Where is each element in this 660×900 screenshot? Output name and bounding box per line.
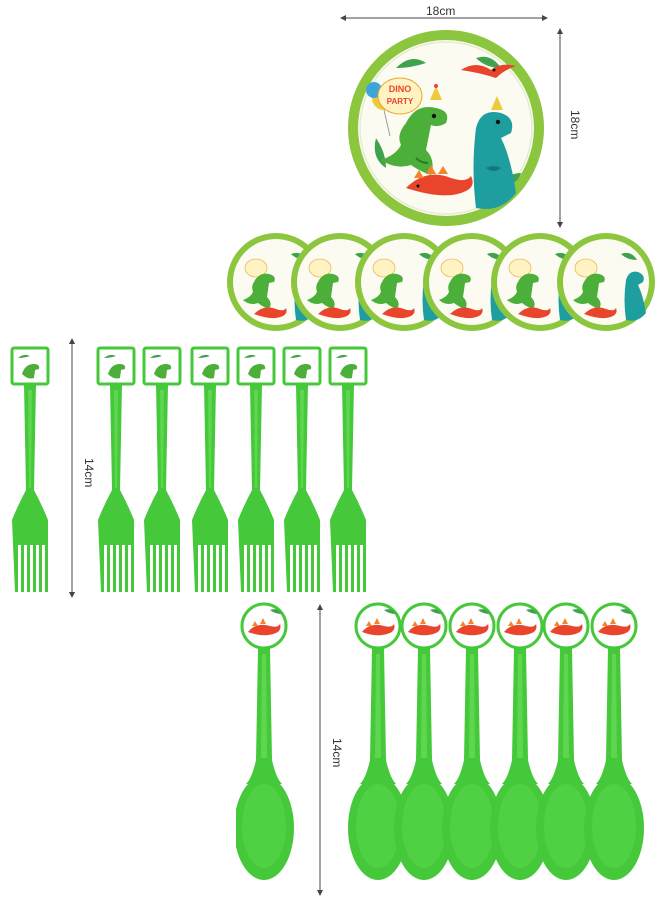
large-plate: DINO PARTY — [348, 30, 544, 226]
plate-height-label: 18cm — [568, 110, 582, 140]
plate-logo-line2: PARTY — [387, 97, 414, 106]
fork — [142, 346, 182, 594]
fork-length-label: 14cm — [82, 458, 96, 488]
small-plates-row — [226, 232, 656, 332]
spoon — [236, 602, 296, 882]
fork — [190, 346, 230, 594]
fork — [328, 346, 368, 594]
spoon-length-label: 14cm — [330, 738, 344, 768]
fork — [96, 346, 136, 594]
fork — [10, 346, 50, 594]
spoon — [582, 602, 646, 882]
plate-width-label: 18cm — [426, 4, 456, 18]
fork — [282, 346, 322, 594]
fork — [236, 346, 276, 594]
small-plate — [556, 232, 656, 332]
spoons-group — [236, 602, 646, 882]
plate-logo-line1: DINO — [389, 84, 412, 94]
forks-group — [10, 346, 368, 594]
